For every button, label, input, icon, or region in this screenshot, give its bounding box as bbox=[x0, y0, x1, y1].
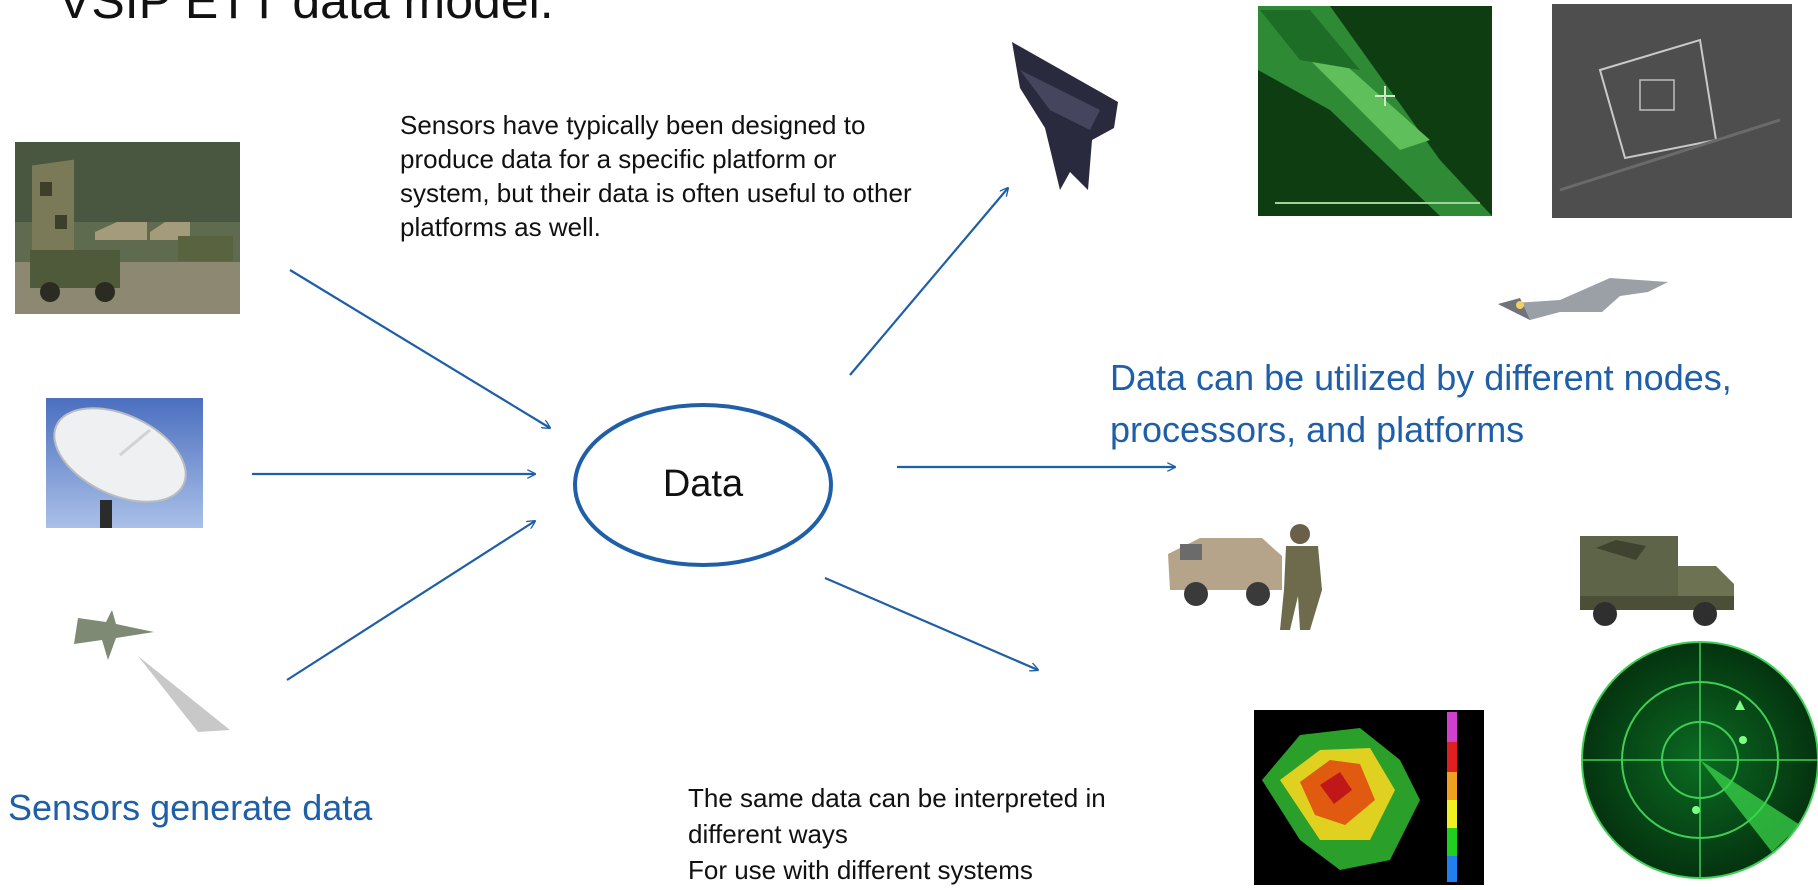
radar-vehicle-photo bbox=[15, 142, 240, 314]
weather-radar-image bbox=[1254, 710, 1484, 885]
arrow-radar-to-data bbox=[289, 269, 550, 428]
data-ellipse bbox=[573, 403, 833, 567]
military-truck-icon bbox=[1580, 536, 1734, 626]
arrow-uav-to-data bbox=[286, 521, 535, 681]
fighter-jet-icon bbox=[1498, 278, 1668, 320]
interpretation-line-1: The same data can be interpreted in diff… bbox=[688, 783, 1106, 849]
radar-scope-icon bbox=[1581, 641, 1818, 879]
data-center-label: Data bbox=[663, 463, 744, 505]
satellite-dish-photo bbox=[46, 398, 203, 528]
interpretation-line-2: For use with different systems bbox=[688, 855, 1033, 885]
targeting-display-photo bbox=[1258, 6, 1492, 216]
sensor-callout-text: Sensors have typically been designed to … bbox=[400, 110, 912, 242]
arrow-data-to-displays bbox=[824, 576, 1038, 670]
sensors-generate-label: Sensors generate data bbox=[8, 787, 373, 828]
sar-image-photo bbox=[1552, 4, 1792, 218]
interpretation-text: The same data can be interpreted in diff… bbox=[688, 780, 1168, 888]
uav-sensor-icon bbox=[74, 610, 230, 732]
arrow-data-to-bomber bbox=[849, 188, 1008, 376]
slide-title-fragment: VSIP ETT data model. bbox=[58, 0, 554, 29]
utilization-label: Data can be utilized by different nodes,… bbox=[1110, 357, 1732, 450]
stealth-bomber-icon bbox=[1012, 42, 1118, 190]
humvee-soldier-icon bbox=[1168, 524, 1322, 630]
